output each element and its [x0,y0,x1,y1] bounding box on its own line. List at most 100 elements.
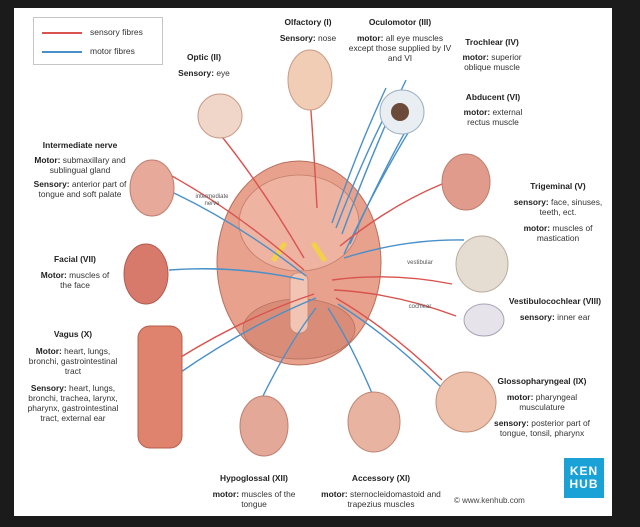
glossopharyngeal-kw1: motor: [506,392,534,402]
olfactory-label: Olfactory (I) Sensory: nose [260,17,356,43]
trigeminal-motor: motor: muscles of mastication [510,223,606,243]
optic-fibre [218,132,305,259]
intermediate-kw2: Sensory: [33,179,70,189]
oculomotor-iris-image [391,103,409,121]
intermediate-sensory-fibre [171,175,305,271]
facial-label: Facial (VII) Motor: muscles of the face [40,254,110,290]
trochlear-label: Trochlear (IV) motor: superior oblique m… [450,37,534,72]
vagus-motor: Motor: heart, lungs, bronchi, gastrointe… [24,346,122,376]
abducent-desc: motor: external rectus muscle [454,107,532,127]
trigeminal-head-image [441,153,491,211]
trigeminal-title: Trigeminal (V) [530,181,586,191]
trochlear-desc: motor: superior oblique muscle [450,52,534,72]
abducent-label: Abducent (VI) motor: external rectus mus… [454,92,532,127]
optic-label: Optic (II) Sensory: eye [162,52,246,78]
logo-line1: KEN [569,464,599,478]
vestibulocochlear-desc: sensory: inner ear [502,312,608,322]
accessory-text: sternocleidomastoid and trapezius muscle… [347,489,441,509]
vestibulocochlear-label: Vestibulocochlear (VIII) sensory: inner … [502,296,608,322]
intermediate-nerve-tag: intermediate nerve [195,194,229,207]
vestibular-fibre [331,276,453,285]
vestibulocochlear-kw: sensory: [519,312,555,322]
optic-kw: Sensory: [178,68,214,78]
abducent-title: Abducent (VI) [465,92,521,102]
hypoglossal-kw: motor: [212,489,240,499]
trigeminal-sensory: sensory: face, sinuses, teeth, ect. [510,197,606,217]
oculomotor-kw: motor: [356,33,384,43]
olfactory-title: Olfactory (I) [284,17,332,27]
vagus-kw2: Sensory: [30,383,67,393]
facial-fibre [168,268,305,281]
vagus-text1: heart, lungs, bronchi, gastrointestinal … [28,346,118,376]
vestibular-tag: vestibular [407,260,433,266]
oculomotor-title: Oculomotor (III) [368,17,432,27]
hypoglossal-title: Hypoglossal (XII) [220,473,288,483]
facial-desc: Motor: muscles of the face [40,270,110,290]
cranial-nerve-roots [270,241,328,263]
glossopharyngeal-text2: posterior part of tongue, tonsil, pharyn… [499,418,590,438]
trochlear-kw: motor: [462,52,489,62]
accessory-label: Accessory (XI) motor: sternocleidomastoi… [316,473,446,509]
intermediate-text2: anterior part of tongue and soft palate [38,179,127,199]
accessory-neck-image [347,391,401,453]
glossopharyngeal-label: Glossopharyngeal (IX) motor: pharyngeal … [490,376,594,438]
trigeminal-sensory-fibre [339,183,443,247]
oculomotor-desc: motor: all eye muscles except those supp… [344,33,456,63]
vagus-title: Vagus (X) [53,329,93,339]
glossopharyngeal-motor: motor: pharyngeal musculature [490,392,594,412]
abducent-text: external rectus muscle [467,107,523,127]
intermediate-kw1: Motor: [34,155,61,165]
accessory-kw: motor: [321,489,348,499]
hypoglossal-label: Hypoglossal (XII) motor: muscles of the … [202,473,306,509]
logo-line2: HUB [569,477,599,491]
intermediate-title: Intermediate nerve [42,140,118,150]
glossopharyngeal-motor-fibre [337,303,447,393]
optic-eye-image [197,93,243,139]
legend-motor-label: motor fibres [90,46,135,56]
olfactory-text: nose [318,33,337,43]
vagus-motor-fibre [177,297,317,375]
glossopharyngeal-text1: pharyngeal musculature [519,392,578,412]
diagram-canvas: sensory fibres motor fibres Olfactory (I… [14,8,612,516]
trochlear-text: superior oblique muscle [464,52,522,72]
olfactory-desc: Sensory: nose [260,33,356,43]
vestibulocochlear-title: Vestibulocochlear (VIII) [508,296,602,306]
olfactory-head-image [287,49,333,111]
credit-text: © www.kenhub.com [454,496,525,505]
accessory-desc: motor: sternocleidomastoid and trapezius… [316,489,446,509]
trigeminal-text1: face, sinuses, teeth, ect. [539,197,603,217]
intermediate-label: Intermediate nerve Motor: submaxillary a… [28,140,132,199]
illustration-layer [123,49,509,457]
oculomotor-label: Oculomotor (III) motor: all eye muscles … [344,17,456,63]
hypoglossal-fibre [261,307,317,399]
facial-title: Facial (VII) [54,254,96,264]
glossopharyngeal-kw2: sensory: [494,418,529,428]
kenhub-logo: KEN HUB [564,458,604,498]
hypoglossal-desc: motor: muscles of the tongue [202,489,306,509]
frontal-lobe [238,174,360,272]
glossopharyngeal-title: Glossopharyngeal (IX) [497,376,587,386]
hypoglossal-throat-image [239,395,289,457]
glossopharyngeal-sensory-fibre [335,297,443,381]
glossopharyngeal-head-image [435,371,497,433]
optic-title: Optic (II) [187,52,221,62]
cochlear-tag: cochlear [408,304,432,310]
vagus-label: Vagus (X) Motor: heart, lungs, bronchi, … [24,329,122,423]
accessory-fibre [327,307,375,399]
vestibulocochlear-text: inner ear [557,312,591,322]
oculomotor-fibre-1 [331,87,387,224]
intermediate-face-image [129,159,175,217]
legend-sensory-label: sensory fibres [90,27,143,37]
facial-text: muscles of the face [60,270,110,290]
intermediate-motor-fibre [173,192,307,277]
legend: sensory fibres motor fibres [33,17,163,65]
hypoglossal-text: muscles of the tongue [241,489,296,509]
intermediate-motor: Motor: submaxillary and sublingual gland [28,155,132,175]
oculomotor-text: all eye muscles except those supplied by… [348,33,452,63]
optic-desc: Sensory: eye [162,68,246,78]
intermediate-sensory: Sensory: anterior part of tongue and sof… [28,179,132,199]
trigeminal-kw1: sensory: [513,197,549,207]
optic-text: eye [216,68,230,78]
sensory-line-swatch [42,32,82,34]
trochlear-title: Trochlear (IV) [465,37,519,47]
